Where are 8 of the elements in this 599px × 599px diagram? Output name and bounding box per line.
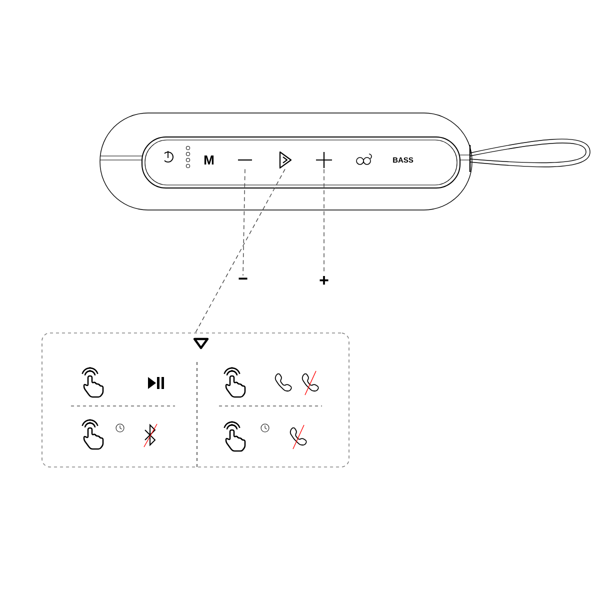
symbol-label: − bbox=[238, 278, 248, 280]
leader-line bbox=[242, 168, 246, 276]
symbol-label: + bbox=[320, 276, 328, 285]
function-panel bbox=[42, 332, 350, 468]
volume-up-button bbox=[315, 151, 333, 169]
play-button bbox=[279, 151, 292, 169]
mode-label: M bbox=[204, 156, 214, 164]
leader-line bbox=[195, 168, 286, 333]
